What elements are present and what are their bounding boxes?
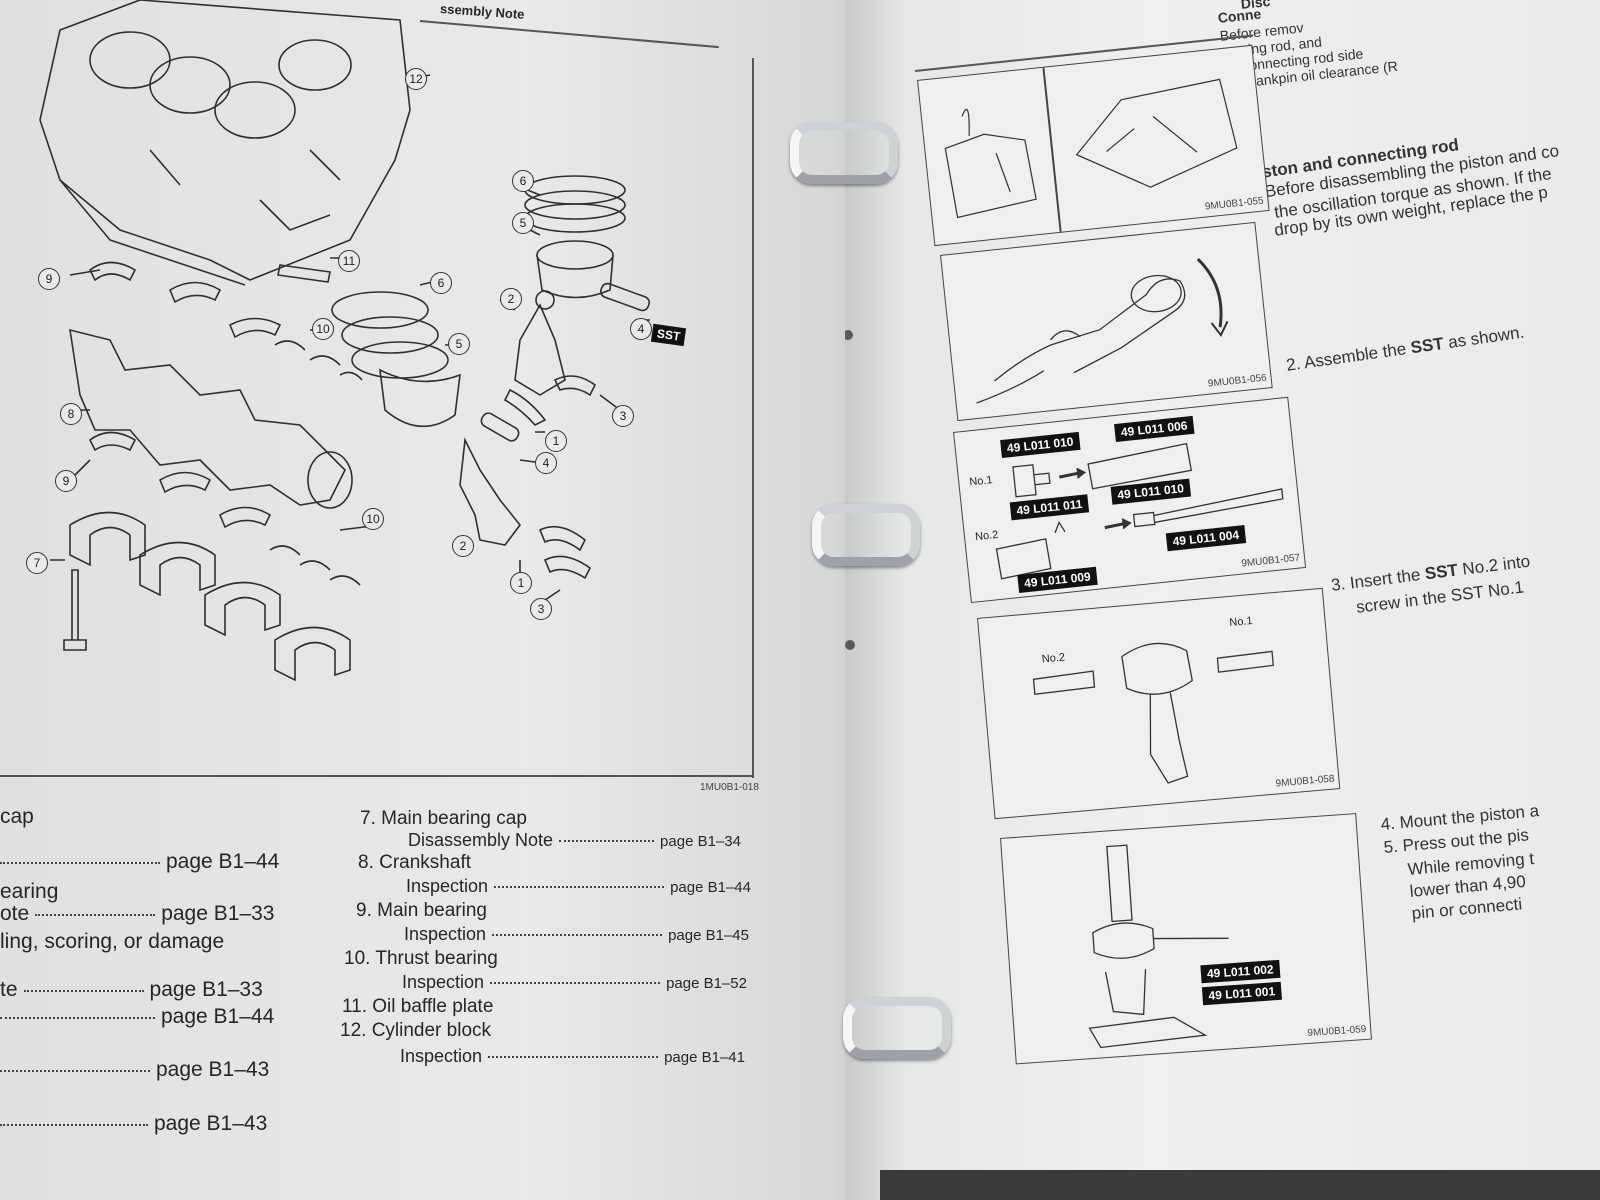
figure-057-drawing bbox=[995, 442, 1284, 580]
punch-hole-2 bbox=[845, 640, 855, 650]
callout-2-lower: 2 bbox=[452, 535, 474, 557]
binder-ring-middle bbox=[812, 504, 920, 566]
legend-item-11-title: 11. Oil baffle plate bbox=[342, 996, 494, 1017]
figure-056: 9MU0B1-056 bbox=[940, 221, 1273, 422]
top-heading-2: Conne bbox=[1217, 5, 1262, 26]
figure-055-drawing bbox=[944, 78, 1238, 219]
left-page: ssembly Note 1MU0B1-018 bbox=[0, 0, 880, 1200]
figure-057: 49 L011 010 49 L011 006 49 L011 011 49 L… bbox=[953, 396, 1307, 604]
label-no1-fig4: No.1 bbox=[1228, 615, 1254, 629]
callout-9-lower: 9 bbox=[55, 470, 77, 492]
callout-8: 8 bbox=[60, 403, 82, 425]
figure-frame-bottom bbox=[0, 775, 752, 777]
callout-5-middle: 5 bbox=[448, 333, 470, 355]
cylinder-block bbox=[39, 0, 411, 281]
figure-058-drawing bbox=[1032, 642, 1274, 784]
step-2: 2. Assemble the SST as shown. bbox=[1285, 322, 1526, 375]
crankshaft bbox=[69, 328, 346, 506]
figure-059-drawing bbox=[1088, 844, 1229, 1049]
legend-item-9-title: 9. Main bearing bbox=[356, 900, 487, 921]
figure-059: 49 L011 002 49 L011 001 9MU0B1-059 bbox=[1000, 813, 1372, 1065]
piston-middle bbox=[379, 368, 461, 428]
main-bearing-cap bbox=[69, 511, 146, 567]
legend-item-7-title: 7. Main bearing cap bbox=[360, 808, 527, 829]
callout-4-middle: 4 bbox=[535, 452, 557, 474]
callout-1-upper: 1 bbox=[545, 430, 567, 452]
callout-1-lower: 1 bbox=[510, 572, 532, 594]
callout-9-upper: 9 bbox=[38, 268, 60, 290]
piston-upper bbox=[536, 240, 614, 270]
legend-left-8: page B1–43 bbox=[0, 1058, 269, 1082]
desk-background bbox=[880, 1170, 1600, 1200]
figure-frame-right bbox=[752, 58, 754, 778]
connecting-rod-lower bbox=[459, 437, 522, 546]
legend-left-3: earing bbox=[0, 880, 59, 903]
figure-056-drawing bbox=[976, 257, 1229, 404]
callout-7: 7 bbox=[26, 552, 48, 574]
legend-item-10-title: 10. Thrust bearing bbox=[344, 948, 498, 969]
callout-11: 11 bbox=[338, 250, 360, 272]
legend-item-12-title: 12. Cylinder block bbox=[340, 1020, 492, 1041]
figure-055: 9MU0B1-055 bbox=[917, 44, 1270, 247]
legend-item-8-title: 8. Crankshaft bbox=[358, 852, 471, 873]
oil-baffle-plate bbox=[277, 264, 331, 283]
figure-code: 1MU0B1-018 bbox=[700, 782, 759, 793]
connecting-rod-upper bbox=[514, 303, 566, 396]
engine-exploded-diagram bbox=[39, 0, 650, 682]
legend-left-5: ling, scoring, or damage bbox=[0, 930, 225, 953]
legend-left-2: page B1–44 bbox=[0, 850, 279, 874]
punch-hole-1 bbox=[845, 330, 853, 340]
legend-left-7: page B1–44 bbox=[0, 1005, 274, 1029]
callout-12: 12 bbox=[405, 68, 427, 90]
figure-058: No.2 No.1 9MU0B1-058 bbox=[977, 587, 1341, 820]
callout-10-lower: 10 bbox=[362, 508, 384, 530]
callout-10-upper: 10 bbox=[312, 318, 334, 340]
callout-3-upper: 3 bbox=[612, 405, 634, 427]
legend-left-9: page B1–43 bbox=[0, 1112, 267, 1136]
callout-4-upper: 4 bbox=[630, 318, 652, 340]
label-no2-fig4: No.2 bbox=[1041, 651, 1066, 666]
callout-5-upper: 5 bbox=[512, 212, 534, 234]
callout-3-lower: 3 bbox=[530, 598, 552, 620]
label-no1: No.1 bbox=[968, 474, 994, 489]
binder-ring-top bbox=[790, 122, 898, 184]
legend-left-1: cap bbox=[0, 805, 34, 828]
callout-6-middle: 6 bbox=[430, 272, 452, 294]
label-no2: No.2 bbox=[974, 528, 999, 544]
binder-ring-bottom bbox=[843, 997, 951, 1059]
right-page: Disc Conne Before remov necting rod, and… bbox=[845, 0, 1600, 1200]
callout-2-upper: 2 bbox=[500, 288, 522, 310]
callout-6-upper: 6 bbox=[512, 170, 534, 192]
